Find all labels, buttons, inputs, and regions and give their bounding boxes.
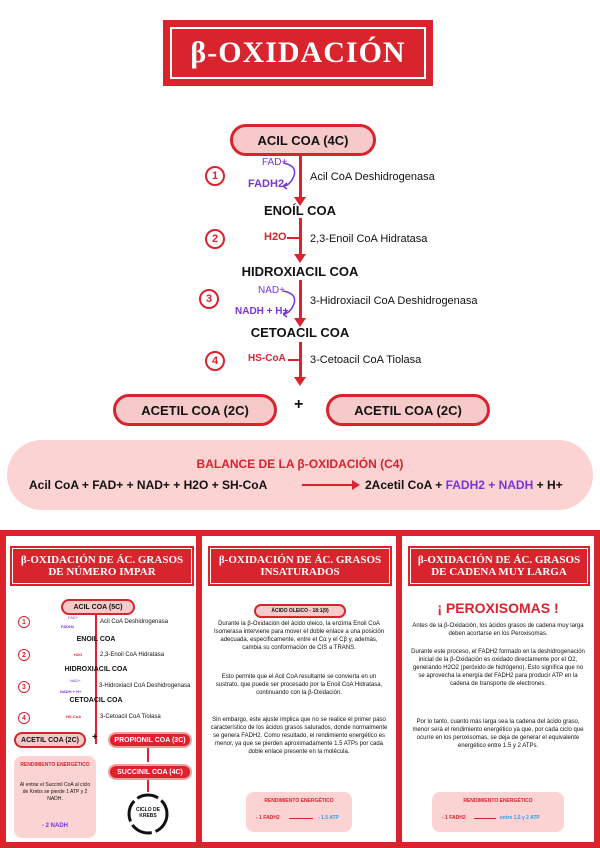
arrow-down-icon [294,318,306,327]
title-banner: β-OXIDACIÓN [163,20,433,86]
page-title: β-OXIDACIÓN [170,27,426,79]
rendimiento-box: RENDIMIENTO ENERGÉTICO - 1 FADH2 - 1.5 A… [246,792,352,832]
hidroxiacil-coa: HIDROXIACIL COA [241,264,359,279]
pathway-line [95,614,97,744]
nad-label: NAD+ [70,678,81,683]
cofactor-curve-icon [283,290,296,318]
pathway-line [147,780,149,792]
acil-coa-5c-pill: ACIL COA (5C) [61,599,135,615]
enzyme-4: 3-Cetoacil CoA Tiolasa [100,714,161,720]
nadh-label: NADH + H+ [235,306,289,317]
cetoacil-coa: CETOACIL COA [250,325,350,340]
column-very-long-chain: β-OXIDACIÓN DE ÁC. GRASOS DE CADENA MUY … [402,536,594,842]
rendimiento-left: - 1 FADH2 [256,815,280,821]
enzyme-1: Acil CoA Deshidrogenasa [310,171,435,183]
pathway-line-2 [299,218,302,258]
nad-label: NAD+ [258,285,285,296]
rendimiento-value: - 2 NADH [41,823,68,829]
acetil-coa-pill: ACETIL COA (2C) [113,394,277,426]
step-number-3: 3 [199,289,219,309]
rendimiento-arrow [474,818,496,819]
balance-products-c: + H+ [533,478,563,492]
rendimiento-box: RENDIMIENTO ENERGÉTICO - 1 FADH2 entre 1… [432,792,564,832]
hidroxiacil-coa: HIDROXIACIL COA [64,666,128,673]
fad-label: FAD+ [262,157,288,168]
pathway-line-4 [299,342,302,378]
hs-coa-label: HS-CoA [248,353,286,364]
h2o-label: H2O [264,231,287,243]
rendimiento-left: - 1 FADH2 [442,815,466,821]
rendimiento-right: - 1.5 ATP [318,815,339,821]
acil-coa-pill: ACIL COA (4C) [230,124,376,156]
arrow-down-icon [294,254,306,263]
succinil-coa-pill: SUCCINIL COA (4C) [108,764,192,780]
step-number-1: 1 [205,166,225,186]
acetil-coa-pill: ACETIL COA (2C) [14,732,86,748]
balance-reactants: Acil CoA + FAD+ + NAD+ + H2O + SH-CoA [29,478,268,492]
cofactor-arrow [288,359,300,361]
enoil-coa: ENOIL COA [76,636,116,643]
paragraph-1: Antes de la β-Oxidación, los ácidos gras… [412,623,584,638]
pathway-line [147,748,149,762]
cofactor-curve-icon [283,162,296,190]
paragraph-2: Esto permite que el Acil CoA resultante … [215,674,383,697]
nadh-label: NADH + H+ [60,689,82,694]
arrow-right-icon [352,480,360,490]
acetil-coa-pill: ACETIL COA (2C) [326,394,490,426]
propionil-coa-pill: PROPIONIL COA (3C) [108,732,192,748]
column-unsaturated: β-OXIDACIÓN DE ÁC. GRASOS INSATURADOS ÁC… [202,536,396,842]
column-heading: β-OXIDACIÓN DE ÁC. GRASOS DE NÚMERO IMPA… [10,546,194,586]
fadh2-label: FADH2 [61,624,75,629]
rendimiento-title: RENDIMIENTO ENERGÉTICO [264,798,334,804]
step-number-2: 2 [205,229,225,249]
enzyme-3: 3-Hidroxiacil CoA Deshidrogenasa [99,683,191,689]
enzyme-4: 3-Cetoacil CoA Tiolasa [310,354,422,366]
cofactor-arrow [287,237,300,239]
column-heading: β-OXIDACIÓN DE ÁC. GRASOS DE CADENA MUY … [408,546,590,586]
pathway-line-3 [299,280,302,322]
balance-arrow [302,484,354,486]
hs-coa-label: HS-CoA [66,714,82,719]
arrow-down-icon [294,377,306,386]
paragraph-1: Durante la β-Oxidación del ácido oleico,… [213,621,385,652]
step-number-4: 4 [205,351,225,371]
pathway-line-1 [299,153,302,201]
fad-label: FAD+ [68,615,79,620]
krebs-cycle-icon [127,793,169,835]
rendimiento-box: RENDIMIENTO ENERGÉTICO Al entrar el Succ… [14,756,96,838]
paragraph-3: Por lo tanto, cuanto más larga sea la ca… [412,719,584,750]
h2o-label: H2O [74,652,83,657]
acid-pill: ÁCIDO OLEICO - 18:1(9) [254,604,346,618]
paragraph-2: Durante este proceso, el FADH2 formado e… [411,649,585,688]
rendimiento-title: RENDIMIENTO ENERGÉTICO [20,762,90,768]
fadh2-label: FADH2 [248,178,285,190]
rendimiento-right: entre 1.5 y 2 ATP [500,815,540,821]
paragraph-3: Sin embargo, este ajuste implica que no … [210,717,388,756]
rendimiento-text: Al entrar el Succinil CoA al ciclo de Kr… [19,782,91,802]
enzyme-3: 3-Hidroxiacil CoA Deshidrogenasa [310,295,478,307]
rendimiento-title: RENDIMIENTO ENERGÉTICO [463,798,533,804]
column-odd-chain: β-OXIDACIÓN DE ÁC. GRASOS DE NÚMERO IMPA… [6,536,196,842]
plus-sign: + [294,396,304,413]
peroxisomas-title: ¡ PEROXISOMAS ! [437,600,559,616]
balance-products: 2Acetil CoA + FADH2 + NADH + H+ [365,478,563,492]
arrow-down-icon [294,197,306,206]
step-number-3: 3 [18,681,30,693]
column-heading: β-OXIDACIÓN DE ÁC. GRASOS INSATURADOS [208,546,392,586]
rendimiento-arrow [289,818,313,819]
step-number-2: 2 [18,649,30,661]
balance-products-a: 2Acetil CoA + [365,478,446,492]
step-number-4: 4 [18,712,30,724]
cetoacil-coa: CETOACIL COA [69,697,123,704]
krebs-label: CICLO DE KREBS [136,807,160,819]
enzyme-2: 2,3-Enoil CoA Hidratasa [310,233,428,245]
balance-title: BALANCE DE LA β-OXIDACIÓN (C4) [196,457,404,471]
enoil-coa: ENOÍL COA [264,203,336,218]
step-number-1: 1 [18,616,30,628]
enzyme-1: Acil CoA Deshidrogenasa [100,619,169,625]
plus-sign: + [92,732,98,743]
enzyme-2: 2,3-Enoil CoA Hidratasa [100,652,165,658]
balance-box: BALANCE DE LA β-OXIDACIÓN (C4) Acil CoA … [7,440,593,510]
balance-products-b: FADH2 + NADH [445,478,534,492]
